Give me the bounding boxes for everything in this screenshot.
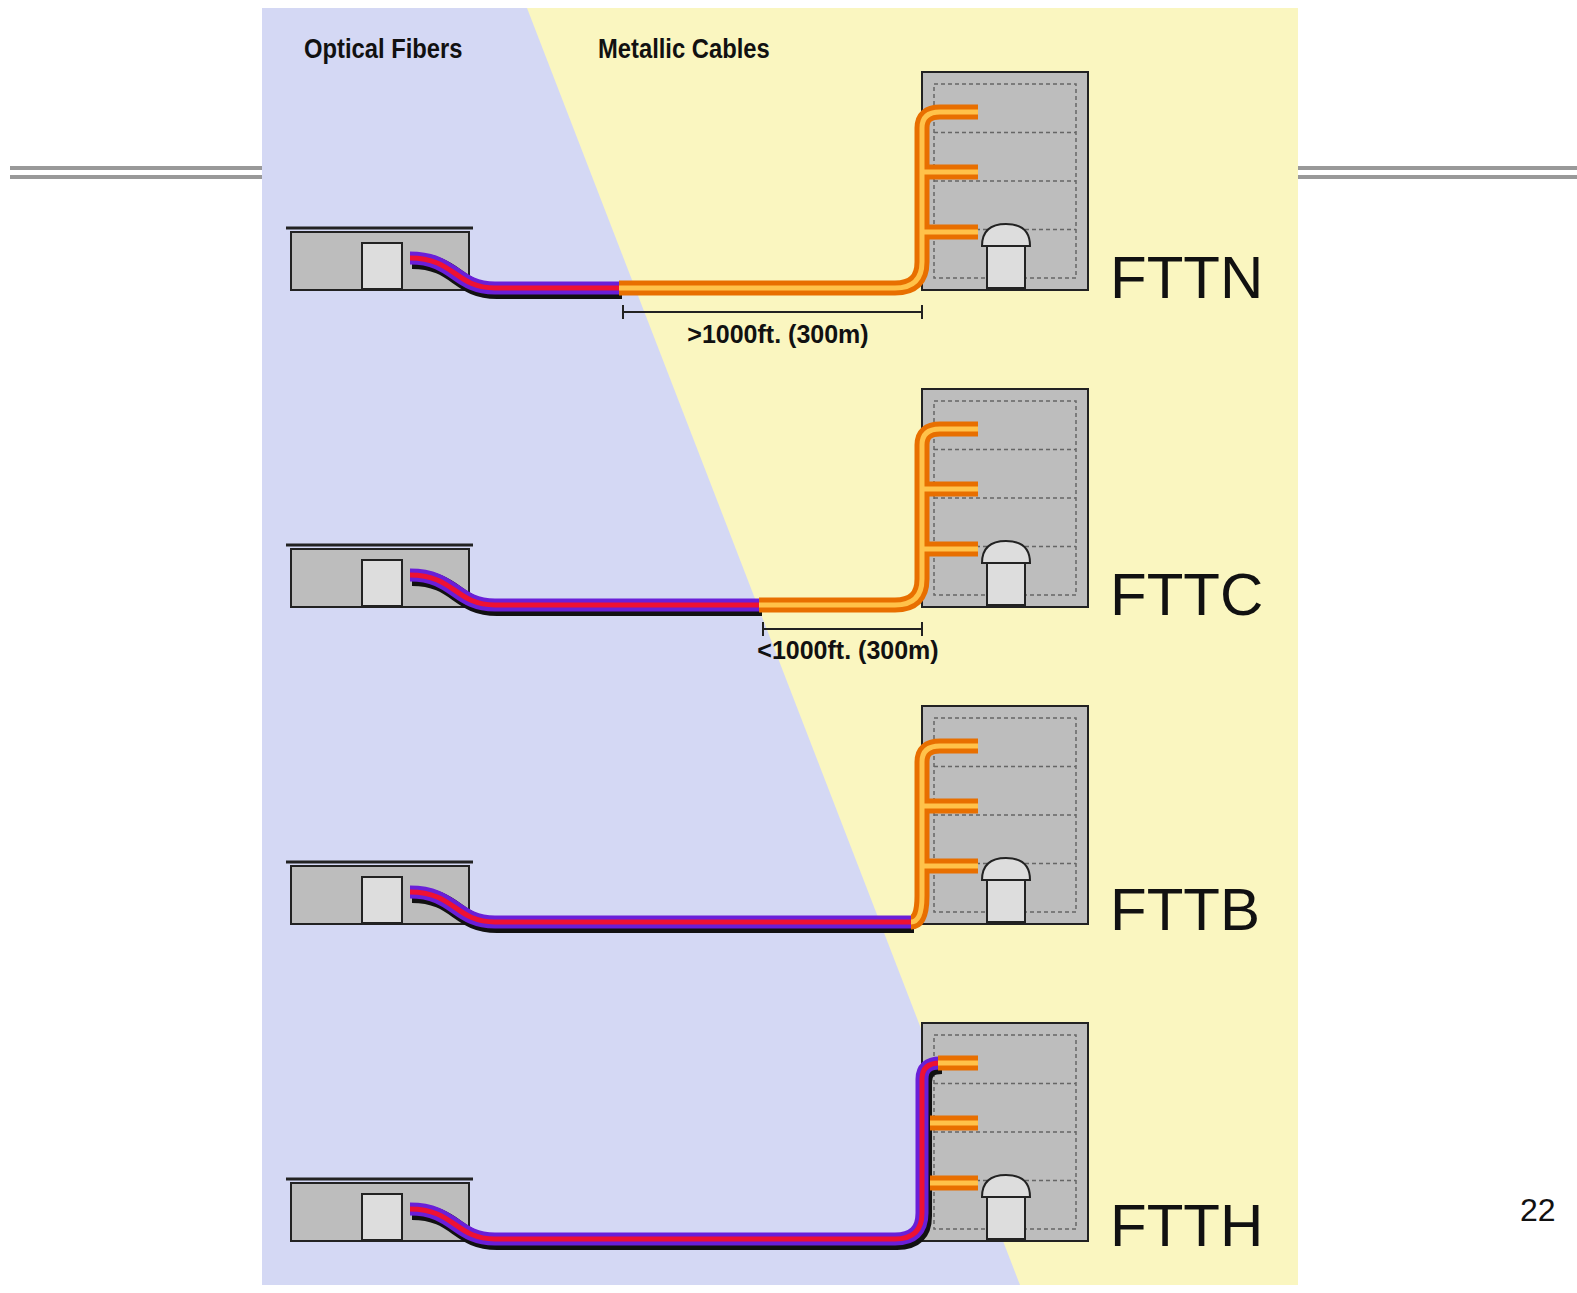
floor-line bbox=[934, 132, 1076, 134]
floor-line bbox=[934, 766, 1076, 768]
metallic-region bbox=[527, 8, 1298, 1285]
floor-line bbox=[934, 449, 1076, 451]
fttx-label: FTTC bbox=[1110, 565, 1263, 625]
exchange-door bbox=[362, 877, 402, 923]
building-door bbox=[987, 880, 1025, 922]
optical-fiber bbox=[410, 892, 912, 922]
building-door bbox=[987, 1197, 1025, 1239]
door-canopy bbox=[982, 224, 1030, 246]
region-label: Metallic Cables bbox=[598, 36, 770, 63]
optical-fiber bbox=[410, 575, 760, 605]
fiber-core bbox=[410, 258, 620, 288]
fttx-row bbox=[286, 389, 1088, 608]
optical-fiber bbox=[410, 258, 620, 288]
fttx-label: FTTN bbox=[1110, 248, 1263, 308]
fiber-core bbox=[410, 1063, 940, 1239]
dimension-label: <1000ft. (300m) bbox=[757, 638, 938, 663]
dimension-tick bbox=[921, 622, 923, 636]
metallic-cable bbox=[619, 112, 978, 288]
metallic-core bbox=[930, 1063, 978, 1183]
exchange-roof bbox=[286, 861, 473, 864]
exchange-roof bbox=[286, 544, 473, 547]
exchange-door bbox=[362, 560, 402, 606]
metallic-core bbox=[759, 429, 978, 605]
door-canopy bbox=[982, 858, 1030, 880]
dimension-label: >1000ft. (300m) bbox=[687, 322, 868, 347]
exchange-door bbox=[362, 1194, 402, 1240]
floor-line bbox=[934, 180, 1076, 182]
floor-line bbox=[934, 497, 1076, 499]
metallic-core bbox=[619, 112, 978, 288]
page-number: 22 bbox=[1520, 1194, 1556, 1226]
rule-line bbox=[10, 166, 262, 170]
fttx-row bbox=[286, 72, 1088, 291]
fiber-core bbox=[410, 575, 760, 605]
metallic-core bbox=[911, 746, 978, 922]
floor-line bbox=[934, 1131, 1076, 1133]
rule-line bbox=[1298, 166, 1577, 170]
floor-line bbox=[934, 1083, 1076, 1085]
floor-line bbox=[934, 814, 1076, 816]
fttx-label: FTTH bbox=[1110, 1196, 1263, 1256]
dimension-tick bbox=[622, 305, 624, 319]
region-label: Optical Fibers bbox=[304, 36, 462, 63]
door-canopy bbox=[982, 1175, 1030, 1197]
door-canopy bbox=[982, 541, 1030, 563]
customer-building bbox=[922, 1023, 1088, 1241]
fiber-shadow bbox=[412, 1066, 942, 1242]
fttx-row bbox=[286, 706, 1088, 925]
rule-line bbox=[1298, 175, 1577, 179]
exchange-roof bbox=[286, 1178, 473, 1181]
fiber-region bbox=[262, 8, 1298, 1285]
metallic-cable bbox=[759, 429, 978, 605]
fttx-row bbox=[286, 1023, 1088, 1242]
building-door bbox=[987, 563, 1025, 605]
exchange-roof bbox=[286, 227, 473, 230]
dimension-tick bbox=[762, 622, 764, 636]
metallic-cable bbox=[911, 746, 978, 922]
optical-fiber bbox=[410, 1063, 940, 1239]
rule-line bbox=[10, 175, 262, 179]
dimension-line bbox=[763, 628, 922, 630]
fttx-label: FTTB bbox=[1110, 880, 1260, 940]
metallic-cable bbox=[930, 1063, 978, 1183]
exchange-door bbox=[362, 243, 402, 289]
dimension-tick bbox=[921, 305, 923, 319]
building-door bbox=[987, 246, 1025, 288]
fiber-core bbox=[410, 892, 912, 922]
dimension-line bbox=[623, 311, 922, 313]
